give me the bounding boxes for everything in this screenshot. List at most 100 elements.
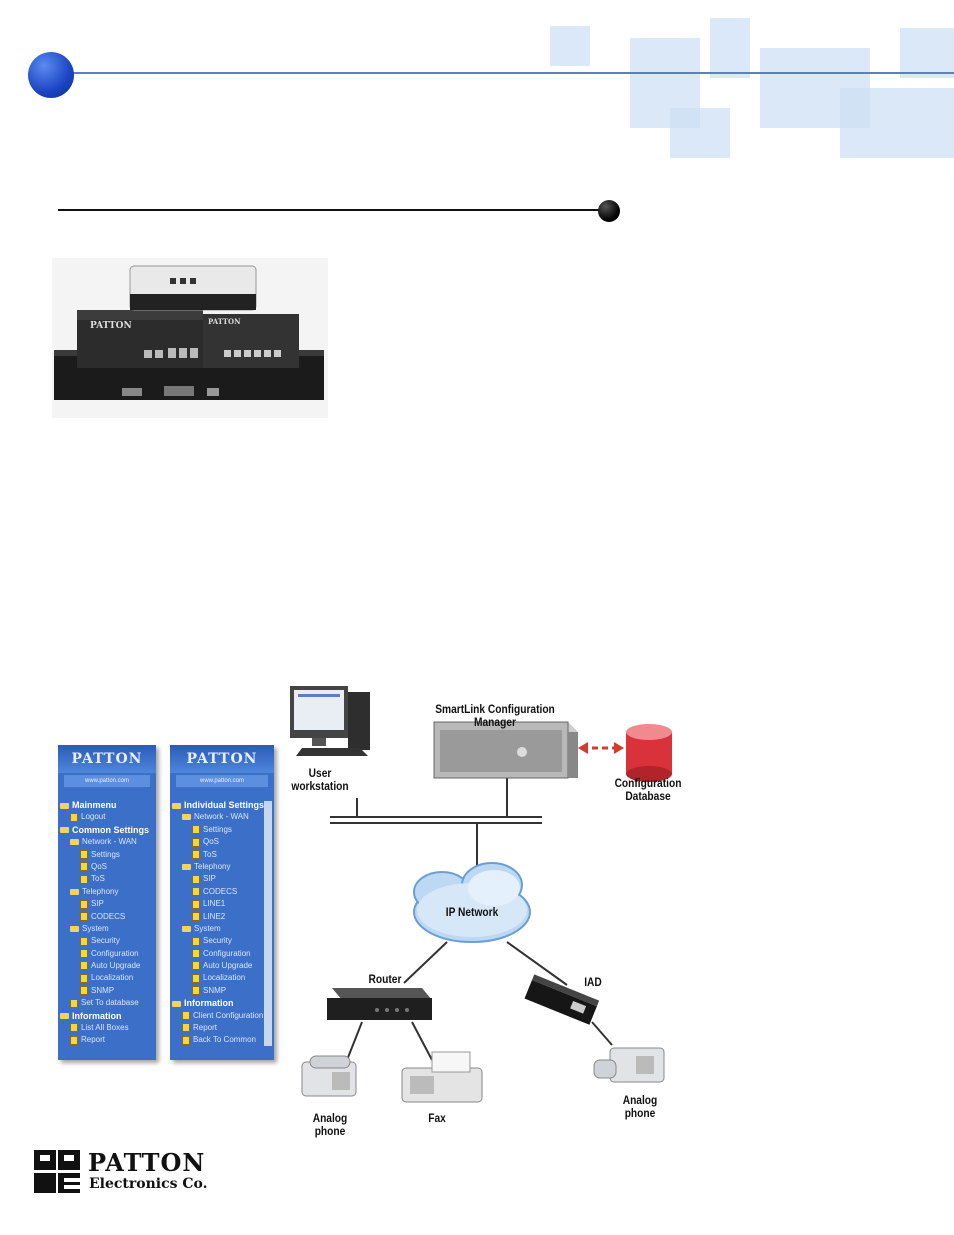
nav-item-label: ToS [203,849,217,859]
nav-item[interactable]: Report [170,1022,274,1034]
nav-item[interactable]: Auto Upgrade [170,960,274,972]
nav-item[interactable]: Settings [170,824,274,836]
nav-item-label: LINE2 [203,911,226,921]
nav-item-label: Client Configuration [193,1010,264,1020]
page-icon [192,986,200,996]
nav-item-label: Network - WAN [194,812,249,822]
nav-item[interactable]: LINE1 [170,898,274,910]
nav-item[interactable]: Security [170,935,274,947]
network-diagram [290,686,672,1103]
router-icon [327,988,432,1020]
page-icon [80,862,88,872]
nav-item[interactable]: List All Boxes [58,1022,156,1034]
header-rule [60,72,954,74]
nav-item[interactable]: QoS [58,861,156,873]
nav-item[interactable]: SNMP [58,985,156,997]
nav-item[interactable]: Common Settings [58,824,156,836]
nav-item[interactable]: Configuration [58,948,156,960]
nav-item[interactable]: Network - WAN [170,811,274,823]
nav-item-label: SIP [203,874,216,884]
nav-item[interactable]: ToS [58,873,156,885]
nav-item[interactable]: Localization [58,972,156,984]
nav-url-link[interactable]: www.patton.com [64,775,150,787]
nav-item[interactable]: System [58,923,156,935]
nav-item-label: Security [203,936,232,946]
nav-item[interactable]: Report [58,1034,156,1046]
nav-item[interactable]: Mainmenu [58,799,156,811]
nav-item[interactable]: Individual Settings [170,799,274,811]
photo-brand: PATTON [90,321,132,331]
section-rule [58,209,604,211]
nav-item-label: QoS [91,861,108,871]
nav-item[interactable]: Telephony [170,861,274,873]
page-icon [192,899,200,909]
nav-brand: PATTON [170,745,274,773]
folder-icon [172,1000,181,1007]
nav-item[interactable]: SIP [170,873,274,885]
folder-icon [172,802,181,809]
nav-item-label: Report [193,1023,218,1033]
workstation-icon [290,686,370,756]
nav-item[interactable]: Telephony [58,886,156,898]
nav-url-link[interactable]: www.patton.com [176,775,268,787]
nav-item-label: Security [91,936,120,946]
page-icon [192,961,200,971]
nav-item[interactable]: Logout [58,811,156,823]
nav-item[interactable]: LINE2 [170,911,274,923]
nav-item[interactable]: System [170,923,274,935]
nav-item[interactable]: Information [58,1010,156,1022]
nav-item[interactable]: Set To database [58,997,156,1009]
nav-item-label: Information [72,1010,122,1021]
page-icon [80,936,88,946]
header-bullet [28,52,74,98]
label-fax: Fax [428,1111,446,1125]
label-analog-phone: Analog phone [312,1111,348,1138]
nav-item-label: Localization [91,973,134,983]
nav-item[interactable]: Settings [58,849,156,861]
nav-item[interactable]: Auto Upgrade [58,960,156,972]
nav-item-label: Telephony [82,886,119,896]
nav-item-label: Telephony [194,861,231,871]
nav-item-label: SNMP [203,985,227,995]
page-icon [80,899,88,909]
page-icon [192,911,200,921]
nav-item[interactable]: Security [58,935,156,947]
nav-item[interactable]: CODECS [170,886,274,898]
nav-item-label: Back To Common [193,1035,256,1045]
page-icon [80,961,88,971]
nav-item[interactable]: ToS [170,849,274,861]
page-icon [192,874,200,884]
nav-item[interactable]: QoS [170,836,274,848]
nav-item-label: SNMP [91,985,115,995]
page-icon [70,1023,78,1033]
nav-item[interactable]: Back To Common [170,1034,274,1046]
nav-item[interactable]: SNMP [170,985,274,997]
folder-icon [60,802,69,809]
page-icon [80,874,88,884]
nav-item[interactable]: CODECS [58,911,156,923]
nav-item-label: CODECS [91,911,126,921]
page-icon [70,812,78,822]
label-cloud: IP Network [445,905,499,919]
nav-item-label: System [194,923,221,933]
scrollbar[interactable] [264,801,272,1046]
nav-item-label: SIP [91,899,104,909]
folder-icon [70,925,79,932]
page-icon [192,837,200,847]
nav-item-label: ToS [91,874,105,884]
page-icon [80,986,88,996]
nav-item-label: Set To database [81,998,139,1008]
nav-item[interactable]: Network - WAN [58,836,156,848]
nav-item[interactable]: Client Configuration [170,1010,274,1022]
nav-item[interactable]: Localization [170,972,274,984]
page-icon [192,887,200,897]
nav-item[interactable]: Configuration [170,948,274,960]
page-icon [70,998,78,1008]
nav-item[interactable]: SIP [58,898,156,910]
nav-item[interactable]: Information [170,997,274,1009]
patton-logo: PATTON Electronics Co. [34,1148,244,1196]
